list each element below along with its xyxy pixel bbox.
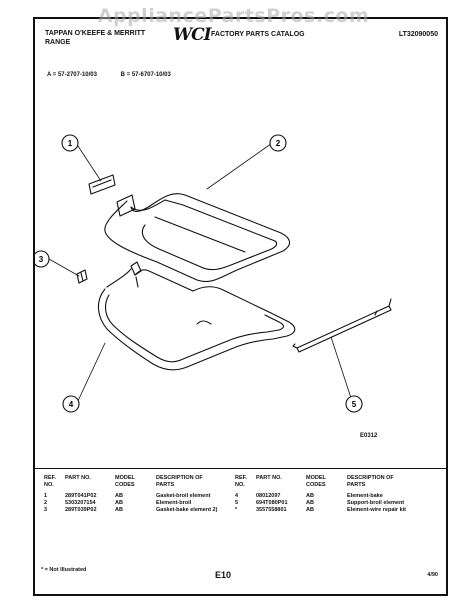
callout-label-5: 5: [352, 400, 357, 409]
col-part: PART NO.: [256, 475, 282, 481]
col-part: PART NO.: [65, 475, 91, 481]
ref-cell: 3: [44, 507, 48, 513]
codes-cell: AB: [115, 500, 123, 506]
bake-gasket-drawing: [76, 269, 88, 284]
brand-line-2: RANGE: [45, 39, 71, 46]
codes-cell: AB: [306, 500, 314, 506]
callout-label-2: 2: [276, 139, 281, 148]
codes-cell: AB: [115, 493, 123, 499]
page-number: E10: [215, 570, 232, 580]
model-list: A = 57-2707-10/03 B = 57-6707-10/03: [47, 72, 193, 78]
parts-table-right: REF. NO. PART NO. MODEL CODES DESCRIPTIO…: [235, 475, 412, 514]
callout-circle-3: [35, 250, 50, 268]
broil-terminal-bracket: [116, 194, 136, 217]
callout-circle-2: [269, 134, 287, 152]
callout-label-1: 1: [68, 139, 73, 148]
codes-cell: AB: [306, 507, 314, 513]
col-desc: DESCRIPTION OF PARTS: [347, 475, 394, 488]
ref-cell: 1: [44, 493, 48, 499]
part-cell: 08012097: [256, 493, 281, 499]
callout-circle-4: [62, 395, 80, 413]
table-row: * 3557558801 AB Element-wire repair kit: [235, 507, 412, 514]
desc-cell: Gasket-bake element 2): [156, 507, 218, 513]
parts-catalog-page: TAPPAN O'KEEFE & MERRITT RANGE WCI FACTO…: [33, 17, 448, 596]
desc-cell: Element-wire repair kit: [347, 507, 406, 513]
ref-cell: *: [235, 507, 238, 513]
not-illustrated-note: * = Not Illustrated: [41, 567, 87, 573]
desc-cell: Element-bake: [347, 493, 383, 499]
figure-code: E0312: [360, 433, 378, 439]
callout-label-4: 4: [69, 400, 74, 409]
broil-element-drawing: [104, 193, 291, 283]
callout-circle-5: [345, 395, 363, 413]
desc-cell: Support-broil element: [347, 500, 405, 506]
codes-cell: AB: [306, 493, 314, 499]
table-row: 4 08012097 AB Element-bake: [235, 493, 412, 500]
callout-label-3: 3: [39, 255, 44, 264]
wci-logo: WCI: [173, 25, 212, 45]
col-codes: MODEL CODES: [115, 475, 135, 488]
watermark-text: AppliancePartsPros.com: [97, 5, 370, 27]
table-divider: [35, 468, 446, 469]
part-cell: 289T039P02: [65, 507, 97, 513]
part-cell: 694T080P01: [256, 500, 288, 506]
ref-cell: 4: [235, 493, 239, 499]
table-header-row: REF. NO. PART NO. MODEL CODES DESCRIPTIO…: [235, 475, 412, 493]
broil-support-drawing: [292, 305, 392, 353]
parts-table-left: REF. NO. PART NO. MODEL CODES DESCRIPTIO…: [44, 475, 221, 514]
col-desc: DESCRIPTION OF PARTS: [156, 475, 203, 488]
col-ref: REF. NO.: [235, 475, 247, 488]
desc-cell: Element-broil: [156, 500, 192, 506]
callout-circle-1: [61, 134, 79, 152]
col-ref: REF. NO.: [44, 475, 56, 488]
model-a: A = 57-2707-10/03: [47, 72, 97, 78]
catalog-title: FACTORY PARTS CATALOG: [211, 31, 305, 38]
col-codes: MODEL CODES: [306, 475, 326, 488]
header-brand: TAPPAN O'KEEFE & MERRITT RANGE: [45, 29, 145, 47]
model-b: B = 57-6707-10/03: [120, 72, 171, 78]
broil-gasket-drawing: [88, 174, 116, 195]
part-cell: 289T041P02: [65, 493, 97, 499]
part-cell: 3557558801: [256, 507, 287, 513]
ref-cell: 2: [44, 500, 48, 506]
table-row: 2 5303207154 AB Element-broil: [44, 500, 221, 507]
table-row: 3 289T039P02 AB Gasket-bake element 2): [44, 507, 221, 514]
brand-line-1: TAPPAN O'KEEFE & MERRITT: [45, 30, 146, 37]
desc-cell: Gasket-broil element: [156, 493, 211, 499]
part-cell: 5303207154: [65, 500, 96, 506]
table-row: 1 289T041P02 AB Gasket-broil element: [44, 493, 221, 500]
table-header-row: REF. NO. PART NO. MODEL CODES DESCRIPTIO…: [44, 475, 221, 493]
table-row: 5 694T080P01 AB Support-broil element: [235, 500, 412, 507]
revision-date: 4/90: [427, 572, 438, 578]
bake-element-drawing: [97, 269, 296, 371]
ref-cell: 5: [235, 500, 239, 506]
exploded-parts-diagram: 1 2 3 4 5: [35, 134, 392, 413]
codes-cell: AB: [115, 507, 123, 513]
catalog-code: LT32090050: [398, 31, 438, 38]
